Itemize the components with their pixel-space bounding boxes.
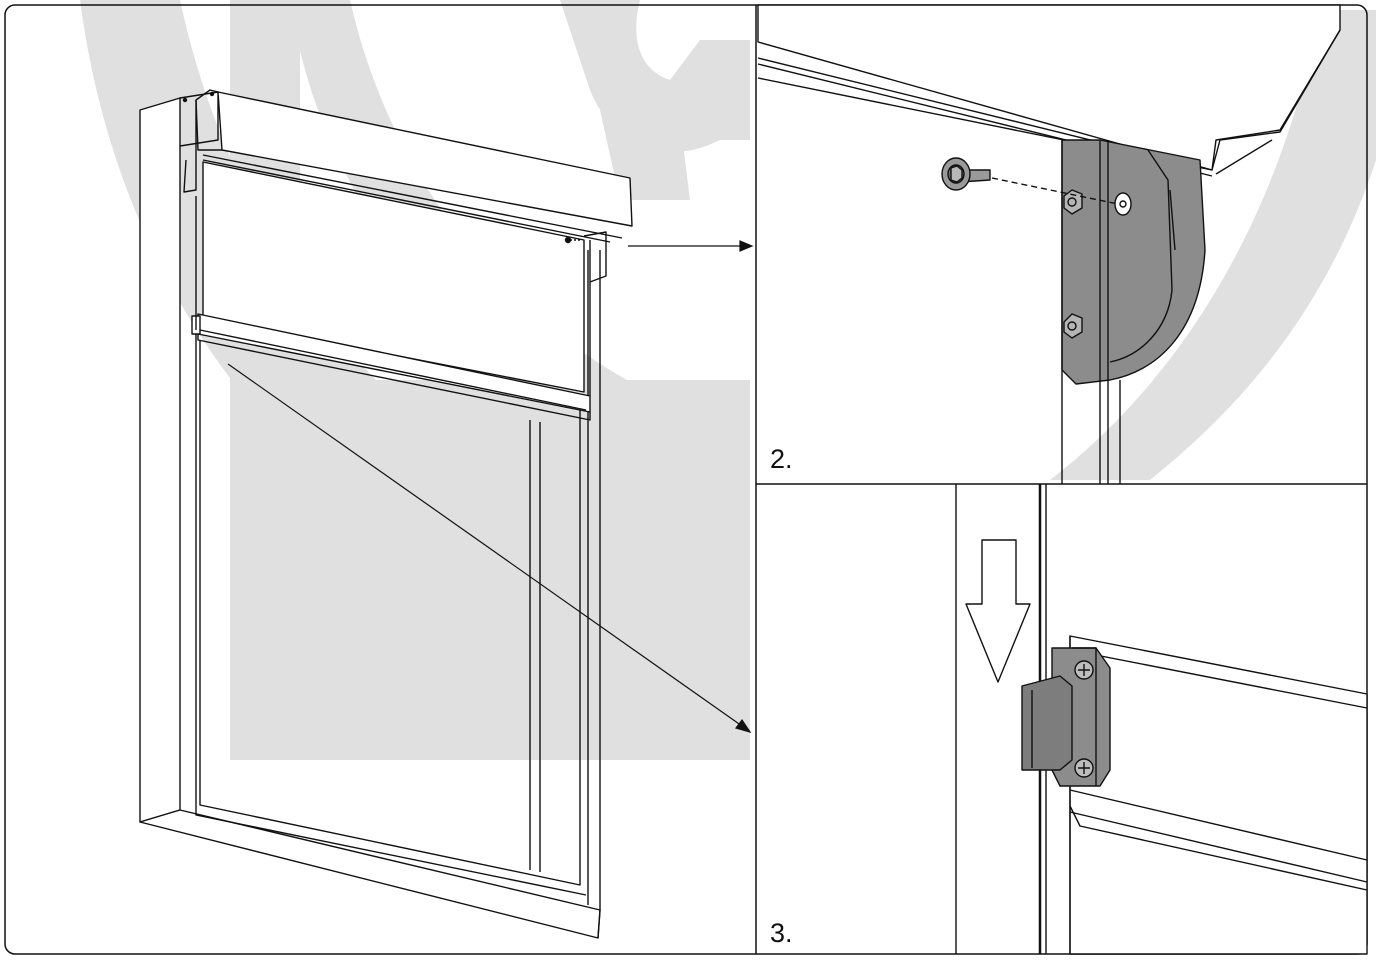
down-arrow-icon [965, 539, 1031, 683]
watermark-logo [80, 0, 1376, 760]
detail-bottom-bar-slider [955, 484, 1368, 955]
screw-icon [941, 157, 991, 191]
panel-frames [4, 4, 1368, 955]
window-with-blind [139, 89, 633, 939]
detail-head-bracket [757, 4, 1341, 484]
step-number-3: 3. [770, 918, 793, 948]
step-number-2: 2. [770, 444, 793, 474]
callout-arrows [227, 240, 754, 734]
